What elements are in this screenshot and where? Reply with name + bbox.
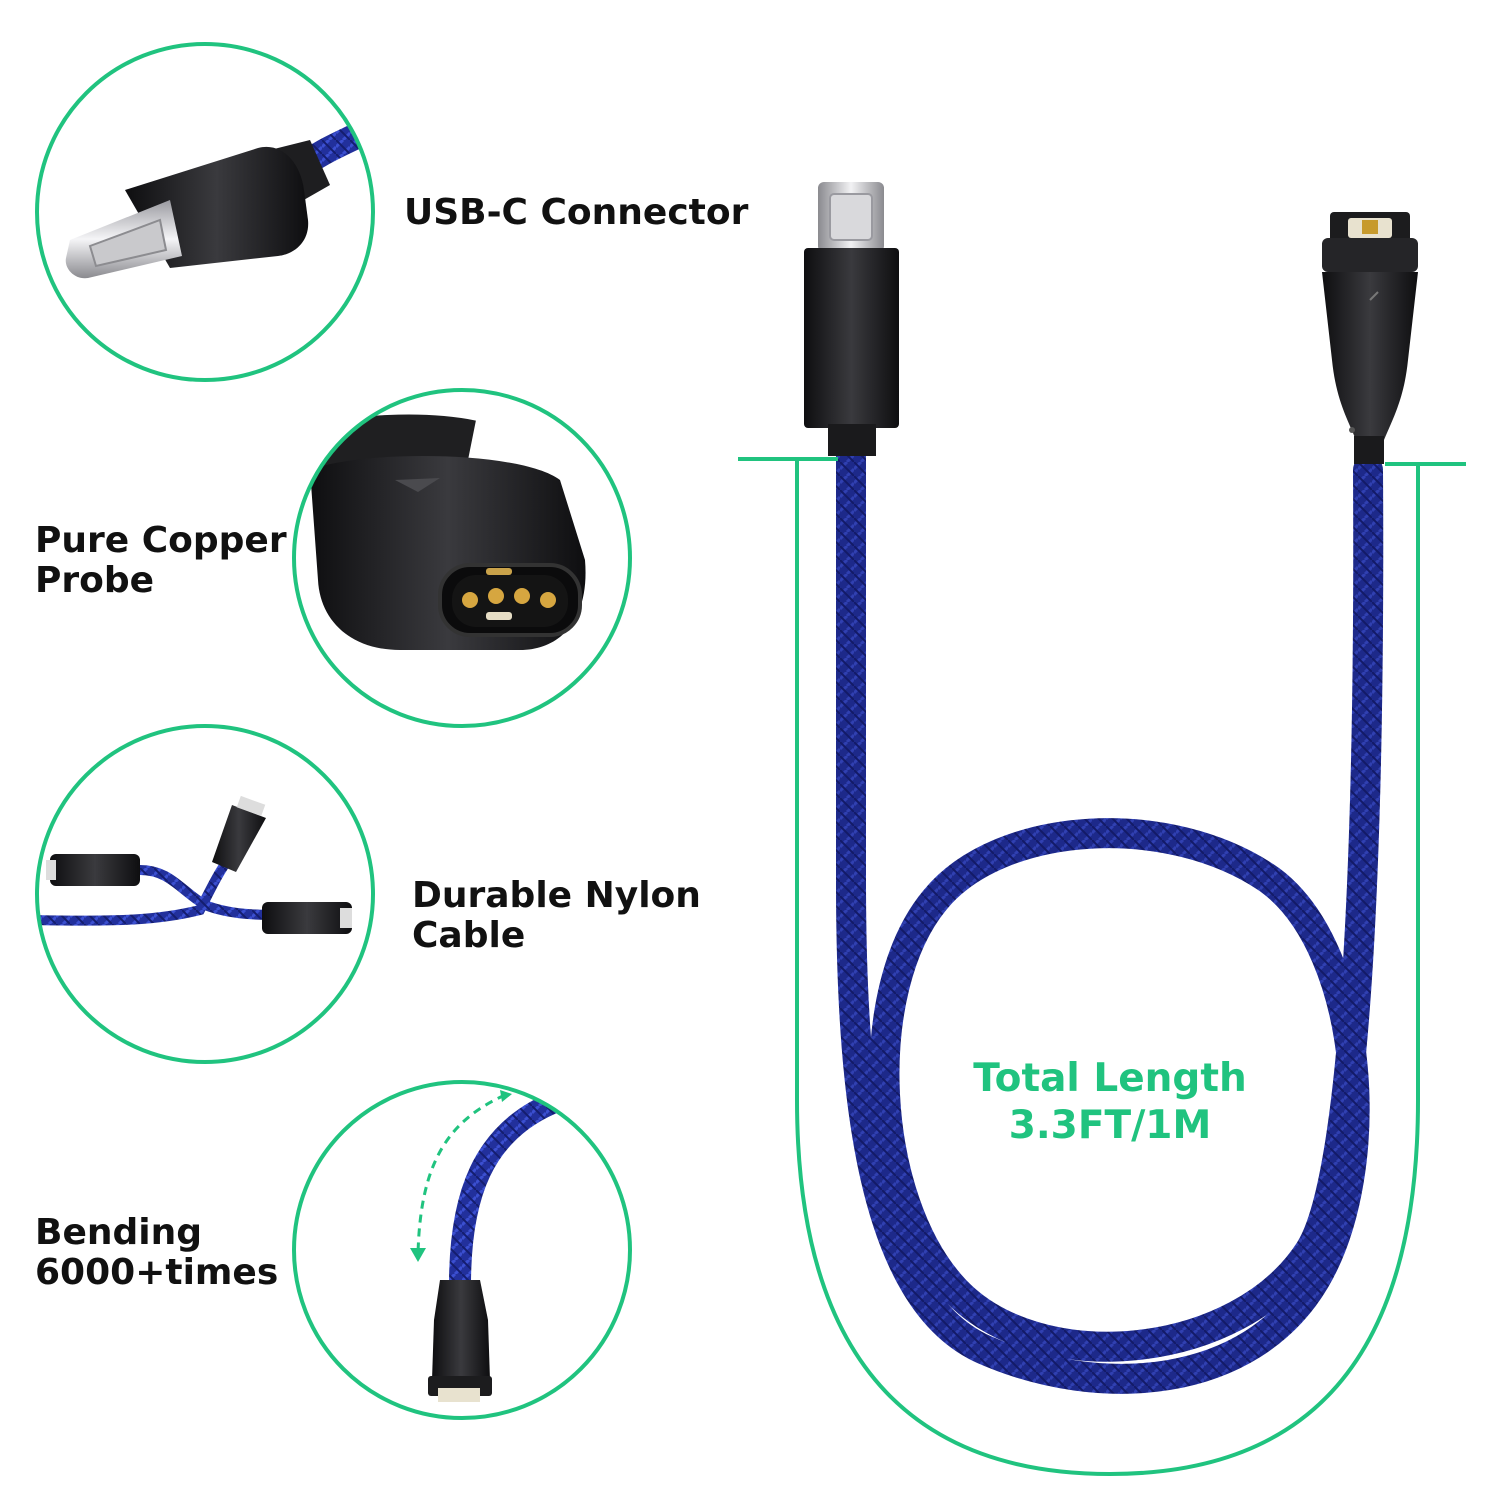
- feature-label-line: 6000+times: [35, 1252, 279, 1293]
- total-length-value: 3.3FT/1M: [1008, 1103, 1212, 1148]
- feature-label-line: Cable: [412, 915, 526, 956]
- feature-label-nylon-cable: Durable Nylon Cable: [412, 876, 701, 956]
- total-length-label: Total Length 3.3FT/1M: [930, 1055, 1290, 1149]
- feature-label-line: Probe: [35, 560, 155, 601]
- bend-arrow-icon: [292, 1080, 632, 1420]
- main-watch-plug: [1322, 212, 1418, 464]
- feature-label-line: Durable Nylon: [412, 875, 701, 916]
- main-cable: [836, 435, 1384, 1394]
- usb-c-connector-icon: [35, 42, 375, 382]
- feature-label-copper-probe: Pure Copper Probe: [35, 521, 287, 601]
- feature-label-bending: Bending 6000+times: [35, 1213, 278, 1293]
- length-bracket: [738, 457, 1466, 1477]
- feature-label-line: Bending: [35, 1212, 202, 1253]
- feature-label-usb-c: USB-C Connector: [404, 193, 748, 233]
- feature-label-line: USB-C Connector: [404, 192, 749, 233]
- braided-cable-icon: [35, 724, 375, 1064]
- copper-probe-connector-icon: [292, 388, 632, 728]
- total-length-title: Total Length: [973, 1056, 1247, 1101]
- main-usb-c-plug: [804, 182, 899, 456]
- feature-label-line: Pure Copper: [35, 520, 287, 561]
